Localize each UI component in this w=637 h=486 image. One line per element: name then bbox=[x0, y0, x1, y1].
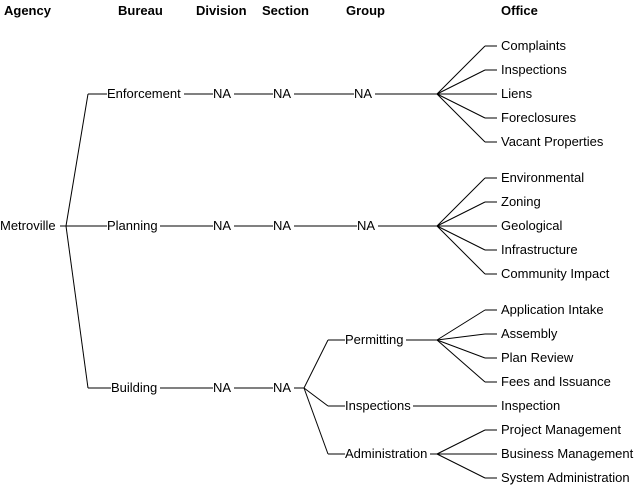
node-group-administration: Administration bbox=[345, 446, 427, 461]
edge-root-building bbox=[65, 225, 89, 389]
header-agency: Agency bbox=[4, 3, 52, 18]
edge-bld-to-inspections bbox=[303, 387, 329, 407]
edge-admin-office-2 bbox=[436, 453, 486, 479]
tree-edges bbox=[60, 45, 497, 479]
node-office-application-intake: Application Intake bbox=[501, 302, 604, 317]
edge-root-enforcement bbox=[65, 93, 89, 227]
node-office-geological: Geological bbox=[501, 218, 563, 233]
node-office-fees-and-issuance: Fees and Issuance bbox=[501, 374, 611, 389]
node-office-inspections: Inspections bbox=[501, 62, 567, 77]
node-office-foreclosures: Foreclosures bbox=[501, 110, 577, 125]
node-bureau-planning: Planning bbox=[107, 218, 158, 233]
node-section-planning: NA bbox=[273, 218, 291, 233]
node-bureau-enforcement: Enforcement bbox=[107, 86, 181, 101]
edge-permit-office-2 bbox=[436, 339, 486, 359]
edge-bld-to-permitting bbox=[303, 339, 329, 389]
node-office-project-management: Project Management bbox=[501, 422, 621, 437]
header-section: Section bbox=[262, 3, 309, 18]
node-office-system-administration: System Administration bbox=[501, 470, 630, 485]
node-division-planning: NA bbox=[213, 218, 231, 233]
edge-plan-office-0 bbox=[436, 177, 486, 227]
edge-enf-office-0 bbox=[436, 45, 486, 95]
node-office-environmental: Environmental bbox=[501, 170, 584, 185]
edge-enf-office-3 bbox=[436, 93, 486, 119]
node-office-plan-review: Plan Review bbox=[501, 350, 574, 365]
node-group-planning: NA bbox=[357, 218, 375, 233]
header-office: Office bbox=[501, 3, 538, 18]
edge-enf-office-1 bbox=[436, 69, 486, 95]
edge-enf-office-4 bbox=[436, 93, 486, 143]
node-bureau-building: Building bbox=[111, 380, 157, 395]
edge-permit-office-0 bbox=[436, 309, 486, 341]
edge-bld-to-administration bbox=[303, 387, 329, 455]
edge-plan-office-4 bbox=[436, 225, 486, 275]
node-office-business-management: Business Management bbox=[501, 446, 634, 461]
node-office-inspection: Inspection bbox=[501, 398, 560, 413]
edge-permit-office-3 bbox=[436, 339, 486, 383]
header-bureau: Bureau bbox=[118, 3, 163, 18]
node-agency-root: Metroville bbox=[0, 218, 56, 233]
header-division: Division bbox=[196, 3, 247, 18]
node-division-enforcement: NA bbox=[213, 86, 231, 101]
node-office-vacant-properties: Vacant Properties bbox=[501, 134, 604, 149]
node-office-community-impact: Community Impact bbox=[501, 266, 610, 281]
node-group-permitting: Permitting bbox=[345, 332, 404, 347]
node-group-inspections: Inspections bbox=[345, 398, 411, 413]
node-section-enforcement: NA bbox=[273, 86, 291, 101]
node-office-assembly: Assembly bbox=[501, 326, 558, 341]
edge-admin-office-0 bbox=[436, 429, 486, 455]
node-division-building: NA bbox=[213, 380, 231, 395]
node-group-enforcement: NA bbox=[354, 86, 372, 101]
header-group: Group bbox=[346, 3, 385, 18]
node-office-infrastructure: Infrastructure bbox=[501, 242, 578, 257]
edge-plan-office-3 bbox=[436, 225, 486, 251]
edge-plan-office-1 bbox=[436, 201, 486, 227]
node-office-zoning: Zoning bbox=[501, 194, 541, 209]
edge-permit-office-1 bbox=[436, 333, 486, 341]
node-section-building: NA bbox=[273, 380, 291, 395]
node-office-liens: Liens bbox=[501, 86, 533, 101]
node-office-complaints: Complaints bbox=[501, 38, 567, 53]
